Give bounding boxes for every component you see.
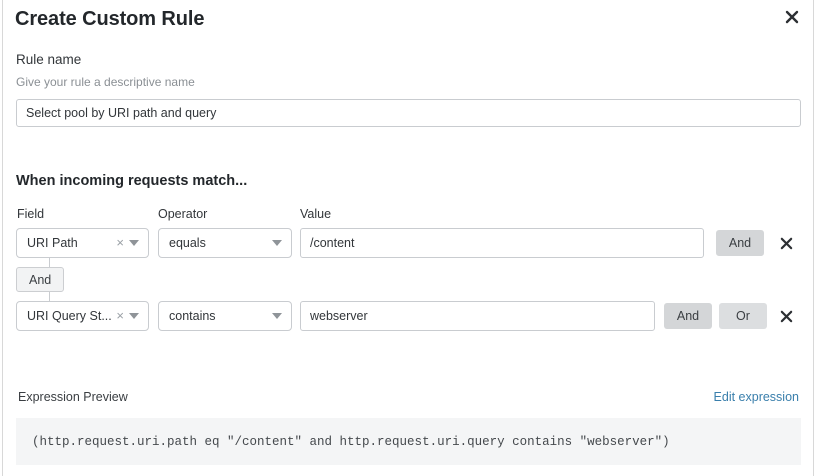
delete-row-button-2[interactable]	[775, 305, 797, 327]
condition-row: URI Query St... × contains And Or	[3, 301, 813, 331]
clear-icon[interactable]: ×	[116, 235, 124, 250]
chevron-down-icon	[272, 240, 282, 246]
condition-connector: And	[16, 258, 136, 304]
chevron-down-icon	[129, 240, 139, 246]
field-select-2[interactable]: URI Query St... ×	[16, 301, 149, 331]
rule-name-help-text: Give your rule a descriptive name	[16, 75, 195, 89]
rule-name-label: Rule name	[16, 52, 82, 67]
operator-select-2-value: contains	[169, 309, 216, 323]
condition-row: URI Path × equals And	[3, 228, 813, 258]
field-select-1[interactable]: URI Path ×	[16, 228, 149, 258]
or-button-2[interactable]: Or	[719, 303, 767, 329]
chevron-down-icon	[272, 313, 282, 319]
chevron-down-icon	[129, 313, 139, 319]
field-select-1-value: URI Path	[27, 236, 78, 250]
value-input-2[interactable]	[300, 301, 655, 331]
column-header-field: Field	[17, 207, 45, 221]
rule-name-input[interactable]	[16, 99, 801, 127]
connector-and-badge[interactable]: And	[16, 267, 65, 292]
conditions-heading: When incoming requests match...	[16, 173, 248, 189]
dialog-title: Create Custom Rule	[15, 8, 205, 30]
edit-expression-link[interactable]: Edit expression	[713, 390, 799, 404]
column-header-operator: Operator	[158, 207, 208, 221]
operator-select-1[interactable]: equals	[158, 228, 292, 258]
operator-select-2[interactable]: contains	[158, 301, 292, 331]
close-icon[interactable]	[781, 6, 803, 28]
and-button-2[interactable]: And	[664, 303, 712, 329]
expression-preview-box: (http.request.uri.path eq "/content" and…	[16, 418, 801, 465]
expression-preview-label: Expression Preview	[18, 390, 128, 404]
operator-select-1-value: equals	[169, 236, 206, 250]
column-header-value: Value	[300, 207, 332, 221]
clear-icon[interactable]: ×	[116, 308, 124, 323]
and-button-1[interactable]: And	[716, 230, 764, 256]
value-input-1[interactable]	[300, 228, 704, 258]
field-select-2-value: URI Query St...	[27, 309, 112, 323]
delete-row-button-1[interactable]	[775, 232, 797, 254]
expression-preview-text: (http.request.uri.path eq "/content" and…	[32, 434, 670, 449]
